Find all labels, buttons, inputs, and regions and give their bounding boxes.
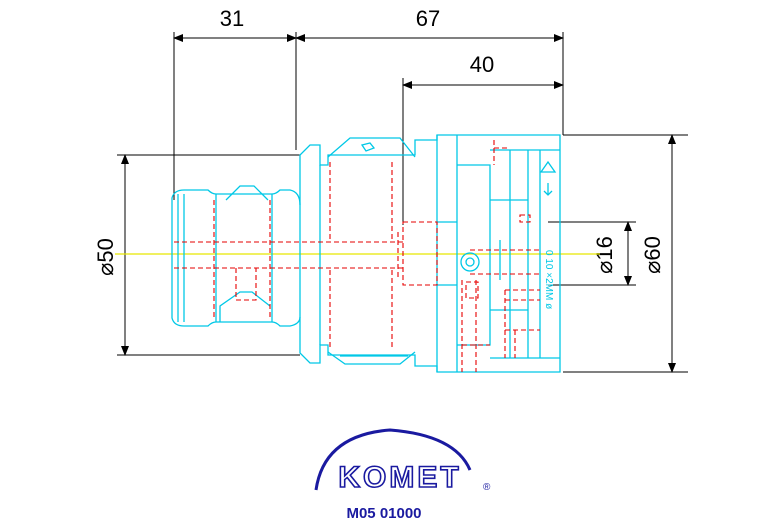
dimension-lines [117, 32, 688, 373]
dim-diameter-bore: ⌀16 [592, 236, 617, 274]
dim-diameter-right: ⌀60 [640, 236, 665, 274]
dim-diameter-left: ⌀50 [93, 238, 118, 276]
logo-arc [314, 428, 472, 491]
komet-logo: KOMET ® M05 01000 [314, 428, 491, 522]
hidden-lines [174, 140, 540, 372]
scale-text: 0 10 ×2MM ø [543, 250, 554, 309]
brand-name: KOMET [338, 461, 461, 494]
part-number: M05 01000 [346, 505, 421, 522]
dim-length-b: 67 [416, 6, 440, 31]
brand-registered: ® [483, 482, 491, 493]
dim-length-a: 31 [220, 6, 244, 31]
dim-length-c: 40 [470, 52, 494, 77]
